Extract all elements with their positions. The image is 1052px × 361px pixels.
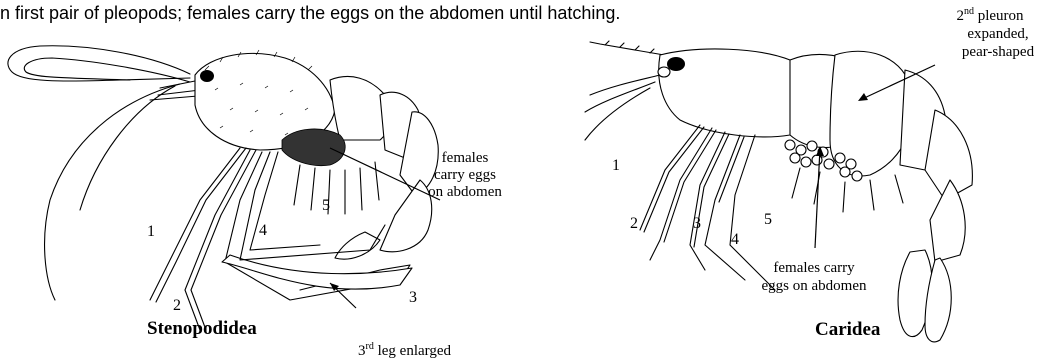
caridea-eye — [667, 57, 685, 71]
caption-text: n first pair of pleopods; females carry … — [0, 3, 620, 23]
pleuron-label-prefix: 2 — [956, 8, 964, 24]
caridea-leg-number-1: 1 — [612, 157, 620, 174]
caridea-leg-number-2: 2 — [630, 215, 638, 232]
caridea-egg-label-line-2: eggs on abdomen — [762, 278, 867, 294]
leg-enlarged-label: 3rd leg enlarged — [358, 341, 452, 359]
pleuron-label-line-2: expanded, — [967, 26, 1028, 42]
leg-enlarged-label-sup: rd — [366, 341, 374, 352]
caridea-leg-number-4: 4 — [731, 231, 739, 248]
stenopodidea-leg-number-4: 4 — [259, 222, 267, 239]
stenopodidea-leg-number-2: 2 — [173, 297, 181, 314]
stenopodidea-title: Stenopodidea — [147, 318, 257, 339]
caridea-leg-4 — [705, 135, 745, 280]
stenopodidea-leg-number-5: 5 — [322, 197, 330, 214]
antenna-long-left — [45, 84, 180, 300]
stenopodidea-egg-label-line-3: on abdomen — [428, 184, 502, 200]
stenopodidea-shrimp-drawing — [8, 46, 440, 330]
stenopodidea-leg-number-1: 1 — [147, 223, 155, 240]
pleuron-label-line-1: 2nd pleuron — [956, 6, 1024, 24]
caridea-title: Caridea — [815, 319, 881, 340]
pleopods — [294, 162, 379, 214]
caridea-antennae — [585, 75, 660, 140]
caridea-shrimp-drawing — [585, 41, 972, 342]
stenopodidea-eye — [200, 70, 214, 82]
caridea-leg-number-3: 3 — [693, 215, 701, 232]
pleuron-label-suffix: pleuron — [974, 8, 1024, 24]
rostrum — [590, 41, 670, 56]
stenopodidea-leg-number-3: 3 — [409, 289, 417, 306]
caridea-egg-label-line-1: females carry — [773, 260, 855, 276]
abdomen-seg-4 — [380, 180, 432, 252]
leg-2 — [185, 150, 256, 330]
eye-stalk — [658, 67, 670, 77]
stenopodidea-egg-label-line-2: carry eggs — [434, 167, 496, 183]
leg-enlarged-label-suffix: leg enlarged — [374, 343, 452, 359]
caridea-leg-number-5: 5 — [764, 211, 772, 228]
leg-3-claw — [222, 255, 412, 289]
antenna-long-mid — [80, 86, 175, 210]
leg-1 — [150, 148, 246, 302]
stenopodidea-egg-label-line-1: females — [442, 150, 489, 166]
pleuron-label-sup: nd — [964, 6, 974, 17]
leg-enlarged-label-prefix: 3 — [358, 343, 366, 359]
pleuron-label-line-3: pear-shaped — [962, 44, 1035, 60]
egg-mass — [282, 129, 345, 166]
